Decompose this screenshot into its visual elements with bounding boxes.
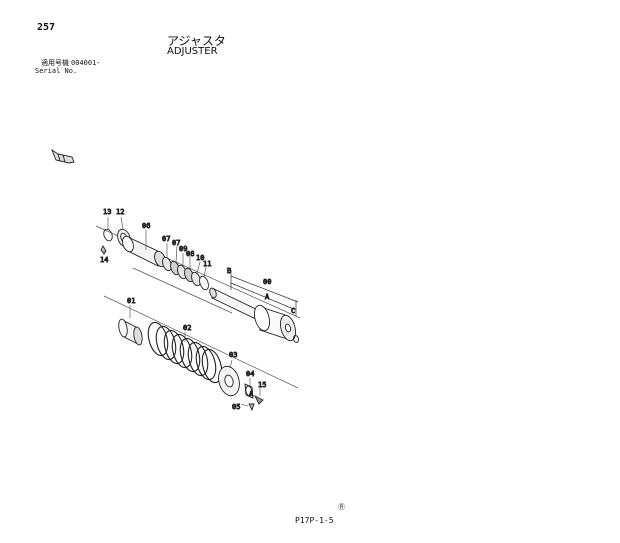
applicable-serial-label-jp: 適用号機 xyxy=(41,59,69,67)
serial-number-value: 004001- xyxy=(71,59,101,67)
callout-15: 15 xyxy=(258,381,266,389)
part-14-valve xyxy=(100,245,107,255)
part-15-lock-pin xyxy=(253,394,264,405)
callout-leaders xyxy=(103,216,261,407)
callout-09: 09 xyxy=(179,245,187,253)
part-02-recoil-spring xyxy=(147,321,223,384)
dimension-lines xyxy=(230,270,299,316)
seal-ring-stack xyxy=(162,256,209,291)
callout-11: 11 xyxy=(203,260,211,268)
registered-mark: Ⓡ xyxy=(338,503,345,511)
callout-07-a: 07 xyxy=(162,235,170,243)
drawing-code: P17P-1-5 xyxy=(295,516,334,525)
callout-B: B xyxy=(227,267,231,275)
callout-02: 02 xyxy=(183,324,191,332)
part-00-rod-assembly xyxy=(209,287,300,343)
part-05-bolt xyxy=(248,403,255,412)
serial-number-label: Serial No. xyxy=(35,67,78,75)
page-number: 257 xyxy=(37,22,56,33)
callout-08: 08 xyxy=(186,250,194,258)
callout-13: 13 xyxy=(103,208,111,216)
callout-A: A xyxy=(265,293,270,301)
callout-03: 03 xyxy=(229,351,237,359)
part-06-cylinder xyxy=(122,235,166,268)
callout-05: 05 xyxy=(232,403,240,411)
title-japanese: アジャスタ xyxy=(167,34,226,48)
callout-07-b: 07 xyxy=(172,239,180,247)
callout-labels: 13 12 14 06 07 07 09 08 10 11 B 00 A C 0… xyxy=(100,208,296,412)
part-01-spacer xyxy=(118,318,143,346)
callout-04: 04 xyxy=(246,370,254,378)
callout-12: 12 xyxy=(116,208,124,216)
callout-06: 06 xyxy=(142,222,150,230)
callout-A-lower: A xyxy=(249,390,254,398)
part-04-nut xyxy=(244,383,254,399)
callout-14: 14 xyxy=(100,256,108,264)
part-03-spring-plate xyxy=(218,365,240,397)
callout-C: C xyxy=(291,307,295,315)
front-direction-icon xyxy=(51,148,75,164)
title-english: ADJUSTER xyxy=(167,46,218,57)
callout-01: 01 xyxy=(127,297,135,305)
part-13-o-ring xyxy=(103,228,113,242)
callout-10: 10 xyxy=(196,254,204,262)
callout-00: 00 xyxy=(263,278,271,286)
